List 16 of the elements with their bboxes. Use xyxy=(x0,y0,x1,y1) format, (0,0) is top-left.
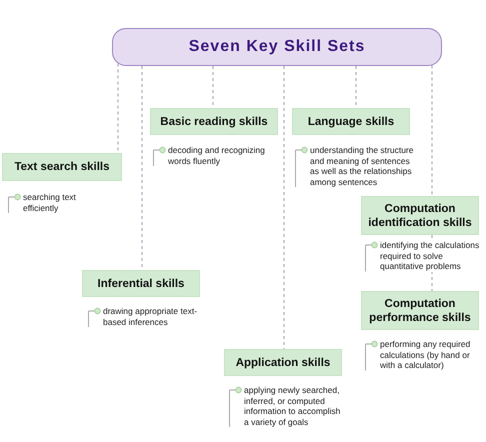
heading-text: Seven Key Skill Sets xyxy=(188,37,366,57)
skill-title: Application skills xyxy=(236,356,330,370)
skill-box xyxy=(292,108,410,135)
title-pill xyxy=(112,28,442,66)
skill-box xyxy=(361,291,479,330)
skill-title: Basic reading skills xyxy=(160,114,268,128)
skill-box xyxy=(82,270,200,297)
skill-box xyxy=(361,196,479,235)
skill-title: Computation identification skills xyxy=(367,202,473,230)
skill-box xyxy=(224,349,342,376)
skill-box xyxy=(2,153,122,181)
skill-box xyxy=(150,108,278,135)
skill-title: Language skills xyxy=(308,114,394,128)
skill-title: Text search skills xyxy=(14,160,110,174)
skill-title: Inferential skills xyxy=(98,276,184,290)
skill-title: Computation performance skills xyxy=(368,296,472,324)
